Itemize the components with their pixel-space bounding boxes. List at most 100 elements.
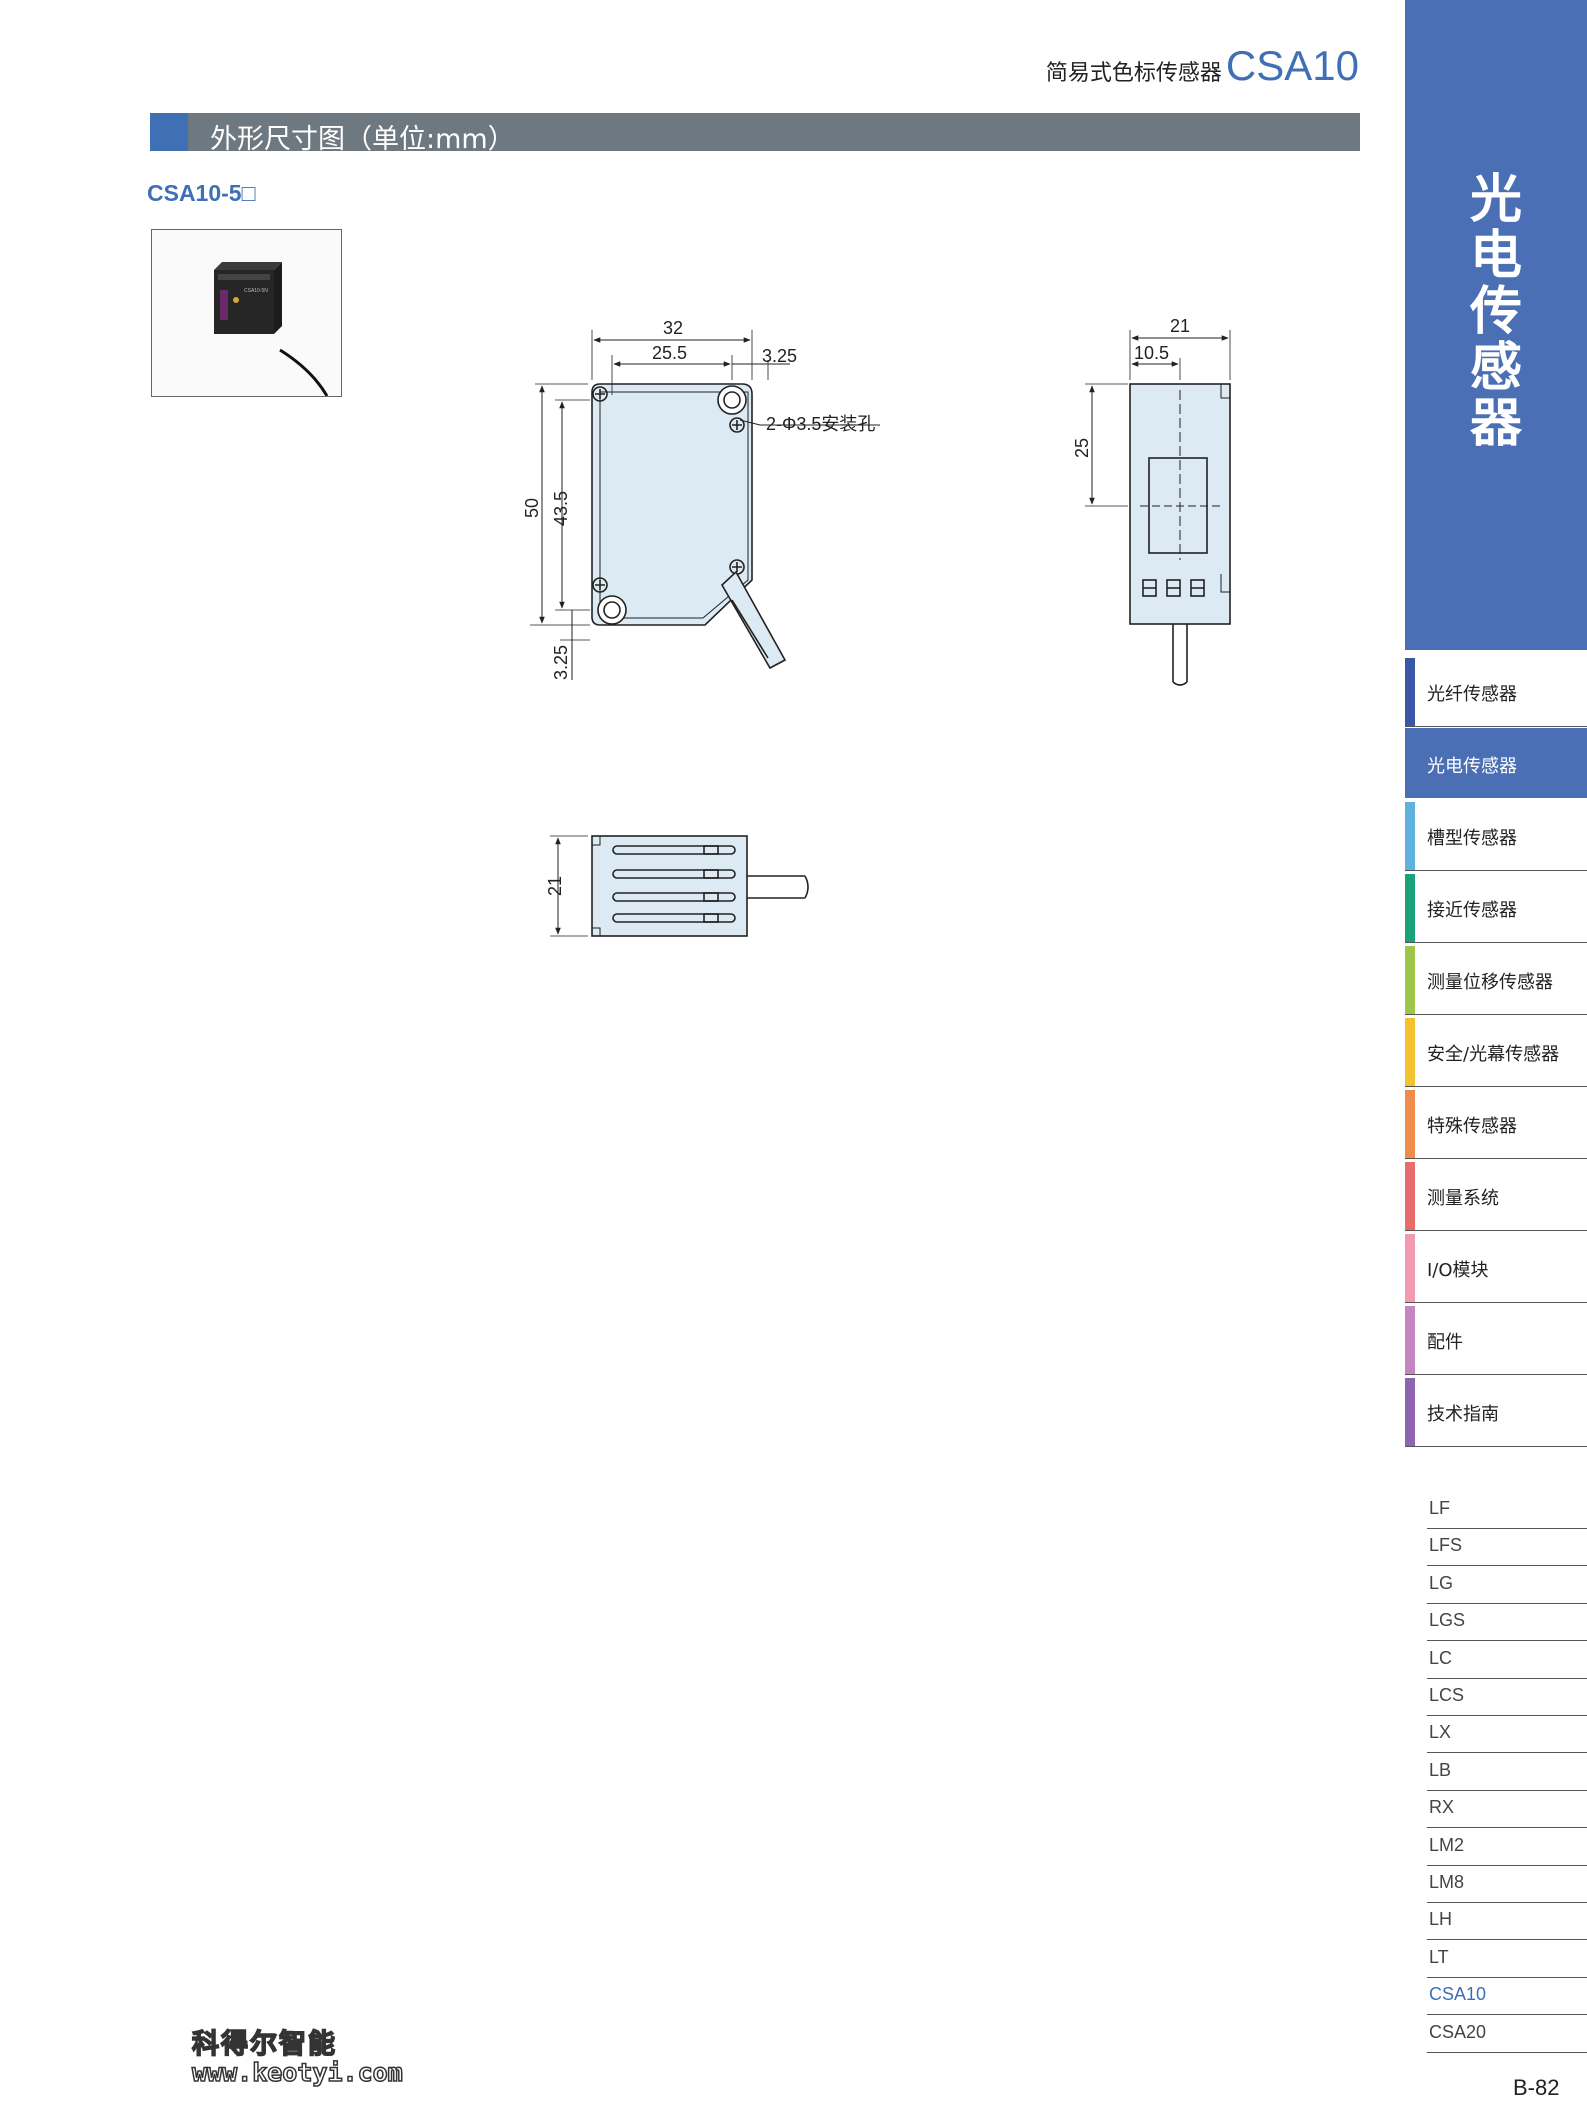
category-label: 特殊传感器 [1427, 1116, 1517, 1137]
sidebar-product-item[interactable]: CSA20 [1427, 2016, 1587, 2053]
product-label: LM8 [1429, 1872, 1465, 1892]
section-title-bar: 外形尺寸图（单位:mm） [150, 113, 1360, 155]
section-accent [150, 113, 188, 151]
sidebar-category-item[interactable]: 光纤传感器 [1405, 656, 1587, 727]
category-label: 测量系统 [1427, 1188, 1499, 1209]
bottom-view-labels: 21 [545, 876, 565, 896]
front-view-labels: 32 25.5 3.25 50 43.5 3.25 2-Φ3.5安装孔 [522, 318, 875, 680]
header-subtitle: 简易式色标传感器 [1045, 61, 1222, 86]
sidebar-category-item[interactable]: 光电传感器 [1405, 728, 1587, 798]
header-model: CSA10 [1225, 42, 1359, 89]
product-label: LX [1429, 1722, 1452, 1742]
sidebar-title: 光 电 传 感 器 [1405, 172, 1587, 452]
sidebar-product-item[interactable]: LG [1427, 1567, 1587, 1604]
category-color-bar [1405, 1306, 1415, 1374]
front-view [530, 330, 880, 680]
category-color-bar [1405, 1162, 1415, 1230]
product-label: LH [1429, 1909, 1453, 1929]
sidebar-title-char: 光 [1469, 170, 1522, 230]
sidebar-product-item[interactable]: RX [1427, 1791, 1587, 1828]
sidebar-category-item[interactable]: 测量系统 [1405, 1160, 1587, 1231]
category-label: 接近传感器 [1427, 900, 1517, 921]
sidebar-product-item[interactable]: LT [1427, 1941, 1587, 1978]
product-label: LB [1429, 1760, 1452, 1780]
product-label: LF [1429, 1498, 1451, 1518]
category-color-bar [1405, 1018, 1415, 1086]
category-label: 光纤传感器 [1427, 684, 1517, 705]
sidebar-category-item[interactable]: 接近传感器 [1405, 872, 1587, 943]
category-label: 光电传感器 [1427, 756, 1517, 777]
product-label: LG [1429, 1573, 1454, 1593]
product-label: CSA10 [1429, 1984, 1487, 2004]
category-color-bar [1405, 874, 1415, 942]
page-header: 简易式色标传感器 CSA10 [1046, 42, 1359, 90]
product-label: LCS [1429, 1685, 1465, 1705]
sidebar-category-item[interactable]: I/O模块 [1405, 1232, 1587, 1303]
sidebar-category-item[interactable]: 配件 [1405, 1304, 1587, 1375]
category-color-bar [1405, 946, 1415, 1014]
sidebar-title-char: 电 [1469, 226, 1522, 286]
category-label: 技术指南 [1427, 1404, 1499, 1425]
sidebar-product-item[interactable]: LFS [1427, 1529, 1587, 1566]
product-label: LM2 [1429, 1835, 1465, 1855]
sidebar-product-item[interactable]: LB [1427, 1754, 1587, 1791]
sidebar-product-item[interactable]: LCS [1427, 1679, 1587, 1716]
photo-print: CSA10-5N [244, 288, 268, 294]
category-label: 测量位移传感器 [1427, 972, 1553, 993]
category-color-bar [1405, 1378, 1415, 1446]
sidebar-product-item[interactable]: CSA10 [1427, 1978, 1587, 2015]
product-label: RX [1429, 1797, 1455, 1817]
dim-front-offset-right: 3.25 [762, 346, 797, 366]
sidebar-product-item[interactable]: LF [1427, 1492, 1587, 1529]
dim-bottom-depth: 21 [545, 876, 565, 896]
dimension-drawing: 32 25.5 3.25 50 43.5 3.25 2-Φ3.5安装孔 21 1… [522, 316, 1231, 937]
sidebar-category-item[interactable]: 测量位移传感器 [1405, 944, 1587, 1015]
dim-side-width: 21 [1170, 316, 1190, 336]
model-label: CSA10-5□ [147, 180, 256, 206]
sidebar-product-item[interactable]: LC [1427, 1642, 1587, 1679]
dim-front-offset-bottom: 3.25 [551, 645, 571, 680]
category-color-bar [1405, 730, 1415, 798]
page-number: B-82 [1513, 2075, 1560, 2100]
sidebar-category-item[interactable]: 安全/光幕传感器 [1405, 1016, 1587, 1087]
sidebar-product-item[interactable]: LX [1427, 1716, 1587, 1753]
dim-front-body-width: 25.5 [652, 343, 687, 363]
side-view-labels: 21 10.5 25 [1072, 316, 1190, 458]
sidebar-title-char: 器 [1469, 394, 1522, 454]
dim-side-optic-offset: 10.5 [1134, 343, 1169, 363]
sidebar-title-char: 感 [1469, 338, 1522, 398]
product-label: LC [1429, 1648, 1453, 1668]
product-label: LFS [1429, 1535, 1463, 1555]
section-title: 外形尺寸图（单位:mm） [210, 124, 515, 155]
product-photo: CSA10-5N [151, 229, 342, 397]
sidebar-category-item[interactable]: 特殊传感器 [1405, 1088, 1587, 1159]
bottom-view [550, 835, 809, 937]
watermark-url: www.keotyi.com [191, 2057, 403, 2088]
sidebar-product-item[interactable]: LM8 [1427, 1866, 1587, 1903]
watermark-text: 科得尔智能 [191, 2028, 337, 2061]
category-label: I/O模块 [1427, 1260, 1489, 1281]
sidebar-product-item[interactable]: LM2 [1427, 1829, 1587, 1866]
dim-hole-note: 2-Φ3.5安装孔 [766, 414, 875, 434]
dim-side-optic-height: 25 [1072, 438, 1092, 458]
product-label: LGS [1429, 1610, 1466, 1630]
category-label: 安全/光幕传感器 [1427, 1044, 1560, 1065]
side-view [1085, 330, 1231, 686]
category-color-bar [1405, 1234, 1415, 1302]
dim-front-height: 50 [522, 498, 542, 518]
category-label: 配件 [1427, 1332, 1463, 1353]
category-label: 槽型传感器 [1427, 828, 1517, 849]
sidebar-category-item[interactable]: 槽型传感器 [1405, 800, 1587, 871]
sidebar-product-item[interactable]: LH [1427, 1903, 1587, 1940]
sidebar-title-block: 光 电 传 感 器 [1405, 0, 1587, 650]
dim-front-width: 32 [663, 318, 683, 338]
sidebar-product-item[interactable]: LGS [1427, 1604, 1587, 1641]
category-color-bar [1405, 658, 1415, 726]
product-label: LT [1429, 1947, 1449, 1967]
sidebar-category-item[interactable]: 技术指南 [1405, 1376, 1587, 1447]
dim-front-hole-pitch: 43.5 [551, 491, 571, 526]
sensor-photo-illustration: CSA10-5N [152, 230, 341, 396]
sidebar-title-char: 传 [1469, 282, 1522, 342]
category-color-bar [1405, 802, 1415, 870]
product-label: CSA20 [1429, 2022, 1487, 2042]
